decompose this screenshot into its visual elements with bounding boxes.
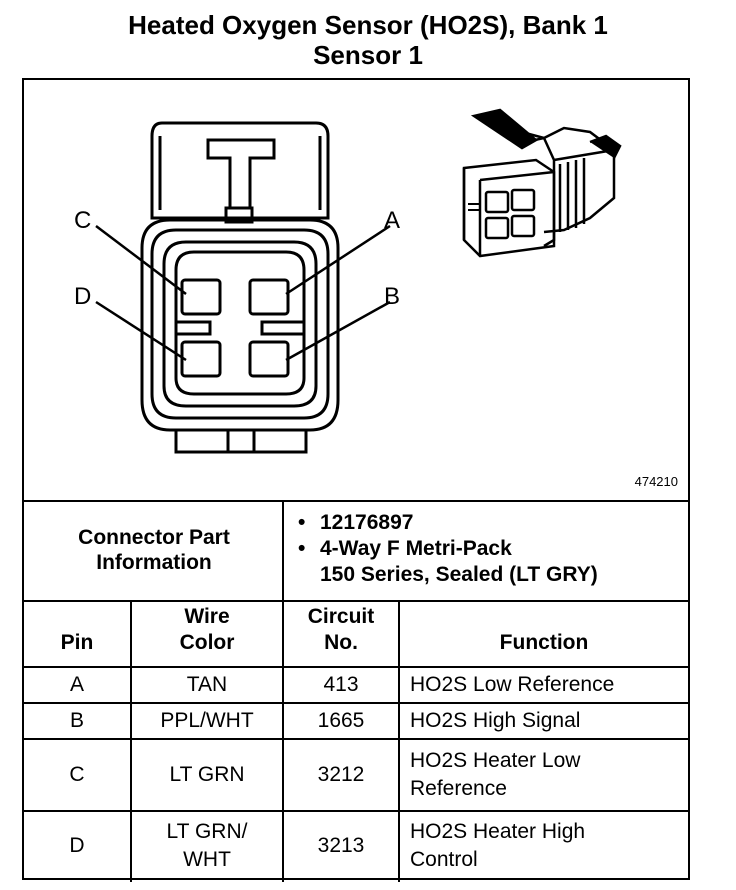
divider-row-b	[24, 738, 688, 740]
figure-number: 474210	[634, 474, 678, 489]
header-circuit-no: Circuit No.	[307, 605, 375, 654]
divider-header	[24, 666, 688, 668]
table-row-b-circuit: 1665	[317, 709, 365, 732]
table-row-b-function: HO2S High Signal	[410, 709, 581, 732]
divider-connector-vertical	[282, 500, 284, 602]
connector-diagram: C A D B	[74, 108, 622, 454]
pin-label-c: C	[74, 207, 91, 234]
table-row-d-wire: LT GRN/ WHT	[166, 820, 248, 871]
connector-part-number: 12176897	[320, 510, 598, 536]
table-row-c-circuit: 3212	[317, 763, 365, 786]
cavity-d	[180, 340, 222, 378]
col-divider-1	[130, 600, 132, 882]
divider-row-c	[24, 810, 688, 812]
connector-label-line-1: Connector Part	[78, 526, 230, 549]
connector-body	[140, 218, 340, 432]
connector-type: 4-Way F Metri-Pack	[320, 536, 598, 562]
table-row-a-function: HO2S Low Reference	[410, 673, 615, 696]
table-row-b-wire: PPL/WHT	[160, 709, 254, 732]
connector-isometric-view	[462, 108, 622, 258]
divider-row-a	[24, 702, 688, 704]
header-pin: Pin	[60, 631, 94, 654]
connector-series: 150 Series, Sealed (LT GRY)	[320, 563, 598, 586]
table-row-a-wire: TAN	[186, 673, 228, 696]
connector-part-info-values: 12176897 4-Way F Metri-Pack 150 Series, …	[320, 510, 598, 588]
table-row-d-function: HO2S Heater High Control	[410, 820, 586, 871]
pin-label-a: A	[384, 207, 400, 234]
table-row-b-pin: B	[69, 709, 84, 732]
table-row-c-function: HO2S Heater Low Reference	[410, 749, 581, 800]
header-wire-color: Wire Color	[179, 605, 235, 654]
connector-key	[206, 138, 276, 210]
table-row-a-pin: A	[69, 673, 84, 696]
pin-label-b: B	[384, 283, 400, 310]
connector-latch	[150, 121, 330, 220]
connector-frame: C A D B 474210	[22, 78, 690, 882]
table-row-c-wire: LT GRN	[169, 763, 245, 786]
page-title: Heated Oxygen Sensor (HO2S), Bank 1 Sens…	[0, 10, 736, 70]
table-row-a-circuit: 413	[323, 673, 359, 696]
col-divider-2	[282, 600, 284, 882]
table-row-d-pin: D	[69, 834, 85, 857]
table-row-d-circuit: 3213	[317, 834, 365, 857]
cavity-b	[248, 340, 290, 378]
connector-part-info-label: Connector Part Information	[24, 502, 284, 598]
pin-label-d: D	[74, 283, 91, 310]
cavity-a	[248, 278, 290, 316]
title-line-2: Sensor 1	[313, 40, 423, 70]
connector-label-line-2: Information	[96, 551, 212, 574]
cavity-c	[180, 278, 222, 316]
header-function: Function	[499, 631, 589, 654]
col-divider-3	[398, 600, 400, 882]
connector-bottom-tab	[174, 430, 308, 454]
divider-connector-info	[24, 600, 688, 602]
divider-diagram	[24, 500, 688, 502]
title-line-1: Heated Oxygen Sensor (HO2S), Bank 1	[128, 10, 608, 40]
table-row-c-pin: C	[69, 763, 85, 786]
